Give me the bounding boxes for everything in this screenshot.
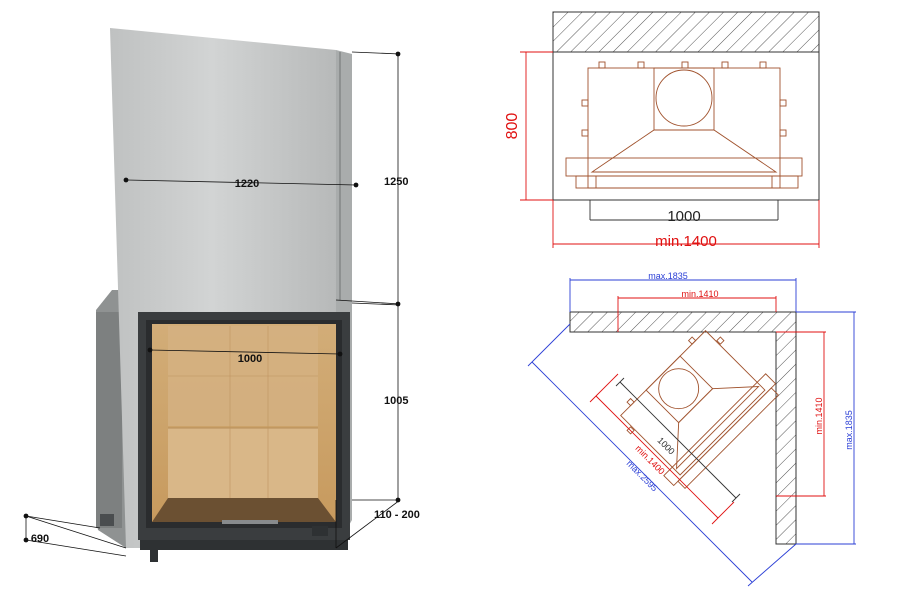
wall-plan-min-width-label: min.1400 (655, 233, 717, 250)
corner-plan-top-dims (569, 278, 797, 332)
wall-plan-depth-label: 800 (504, 113, 521, 140)
wall-plan-insert-width-label: 1000 (667, 208, 700, 225)
corner-top-min-label: min.1410 (681, 289, 718, 299)
model-base-height-label: 110 - 200 (374, 509, 420, 521)
wall-plan-wall (552, 11, 820, 53)
model-dimensions (25, 51, 401, 557)
firebox-back-lower (168, 428, 318, 498)
firebox-floor (152, 498, 336, 522)
model-door-width-label: 1000 (238, 353, 262, 365)
wall-plan: 800 1000 min.1400 (504, 11, 820, 250)
foot-right (312, 526, 328, 536)
foot-left (150, 550, 158, 562)
corner-plan-right-dims (776, 311, 856, 545)
wall-plan-outline (552, 51, 820, 201)
model-lower-height-label: 1005 (384, 395, 408, 407)
corner-plan: max.1835 min.1410 min.1410 max.1835 (527, 271, 856, 587)
model-upper-height-label: 1250 (384, 176, 408, 188)
door-handle (222, 520, 278, 524)
model-depth-label: 690 (31, 533, 49, 545)
base-plinth (140, 540, 348, 550)
wall-plan-insert-sketch (565, 61, 803, 189)
corner-plan-diagonal-dims (527, 323, 797, 587)
left-side-panel-face (96, 312, 122, 528)
corner-right-min-label: min.1410 (814, 397, 824, 434)
fireplace-3d-model (96, 28, 352, 562)
wall-plan-dimensions (520, 51, 820, 248)
model-width-label: 1220 (235, 178, 259, 190)
corner-plan-wall (569, 311, 797, 545)
corner-plan-insert-sketch (620, 330, 780, 490)
foot-left-side (100, 514, 114, 526)
corner-right-max-label: max.1835 (844, 410, 854, 450)
model-dimension-dots (23, 51, 401, 543)
corner-top-max-label: max.1835 (648, 271, 688, 281)
